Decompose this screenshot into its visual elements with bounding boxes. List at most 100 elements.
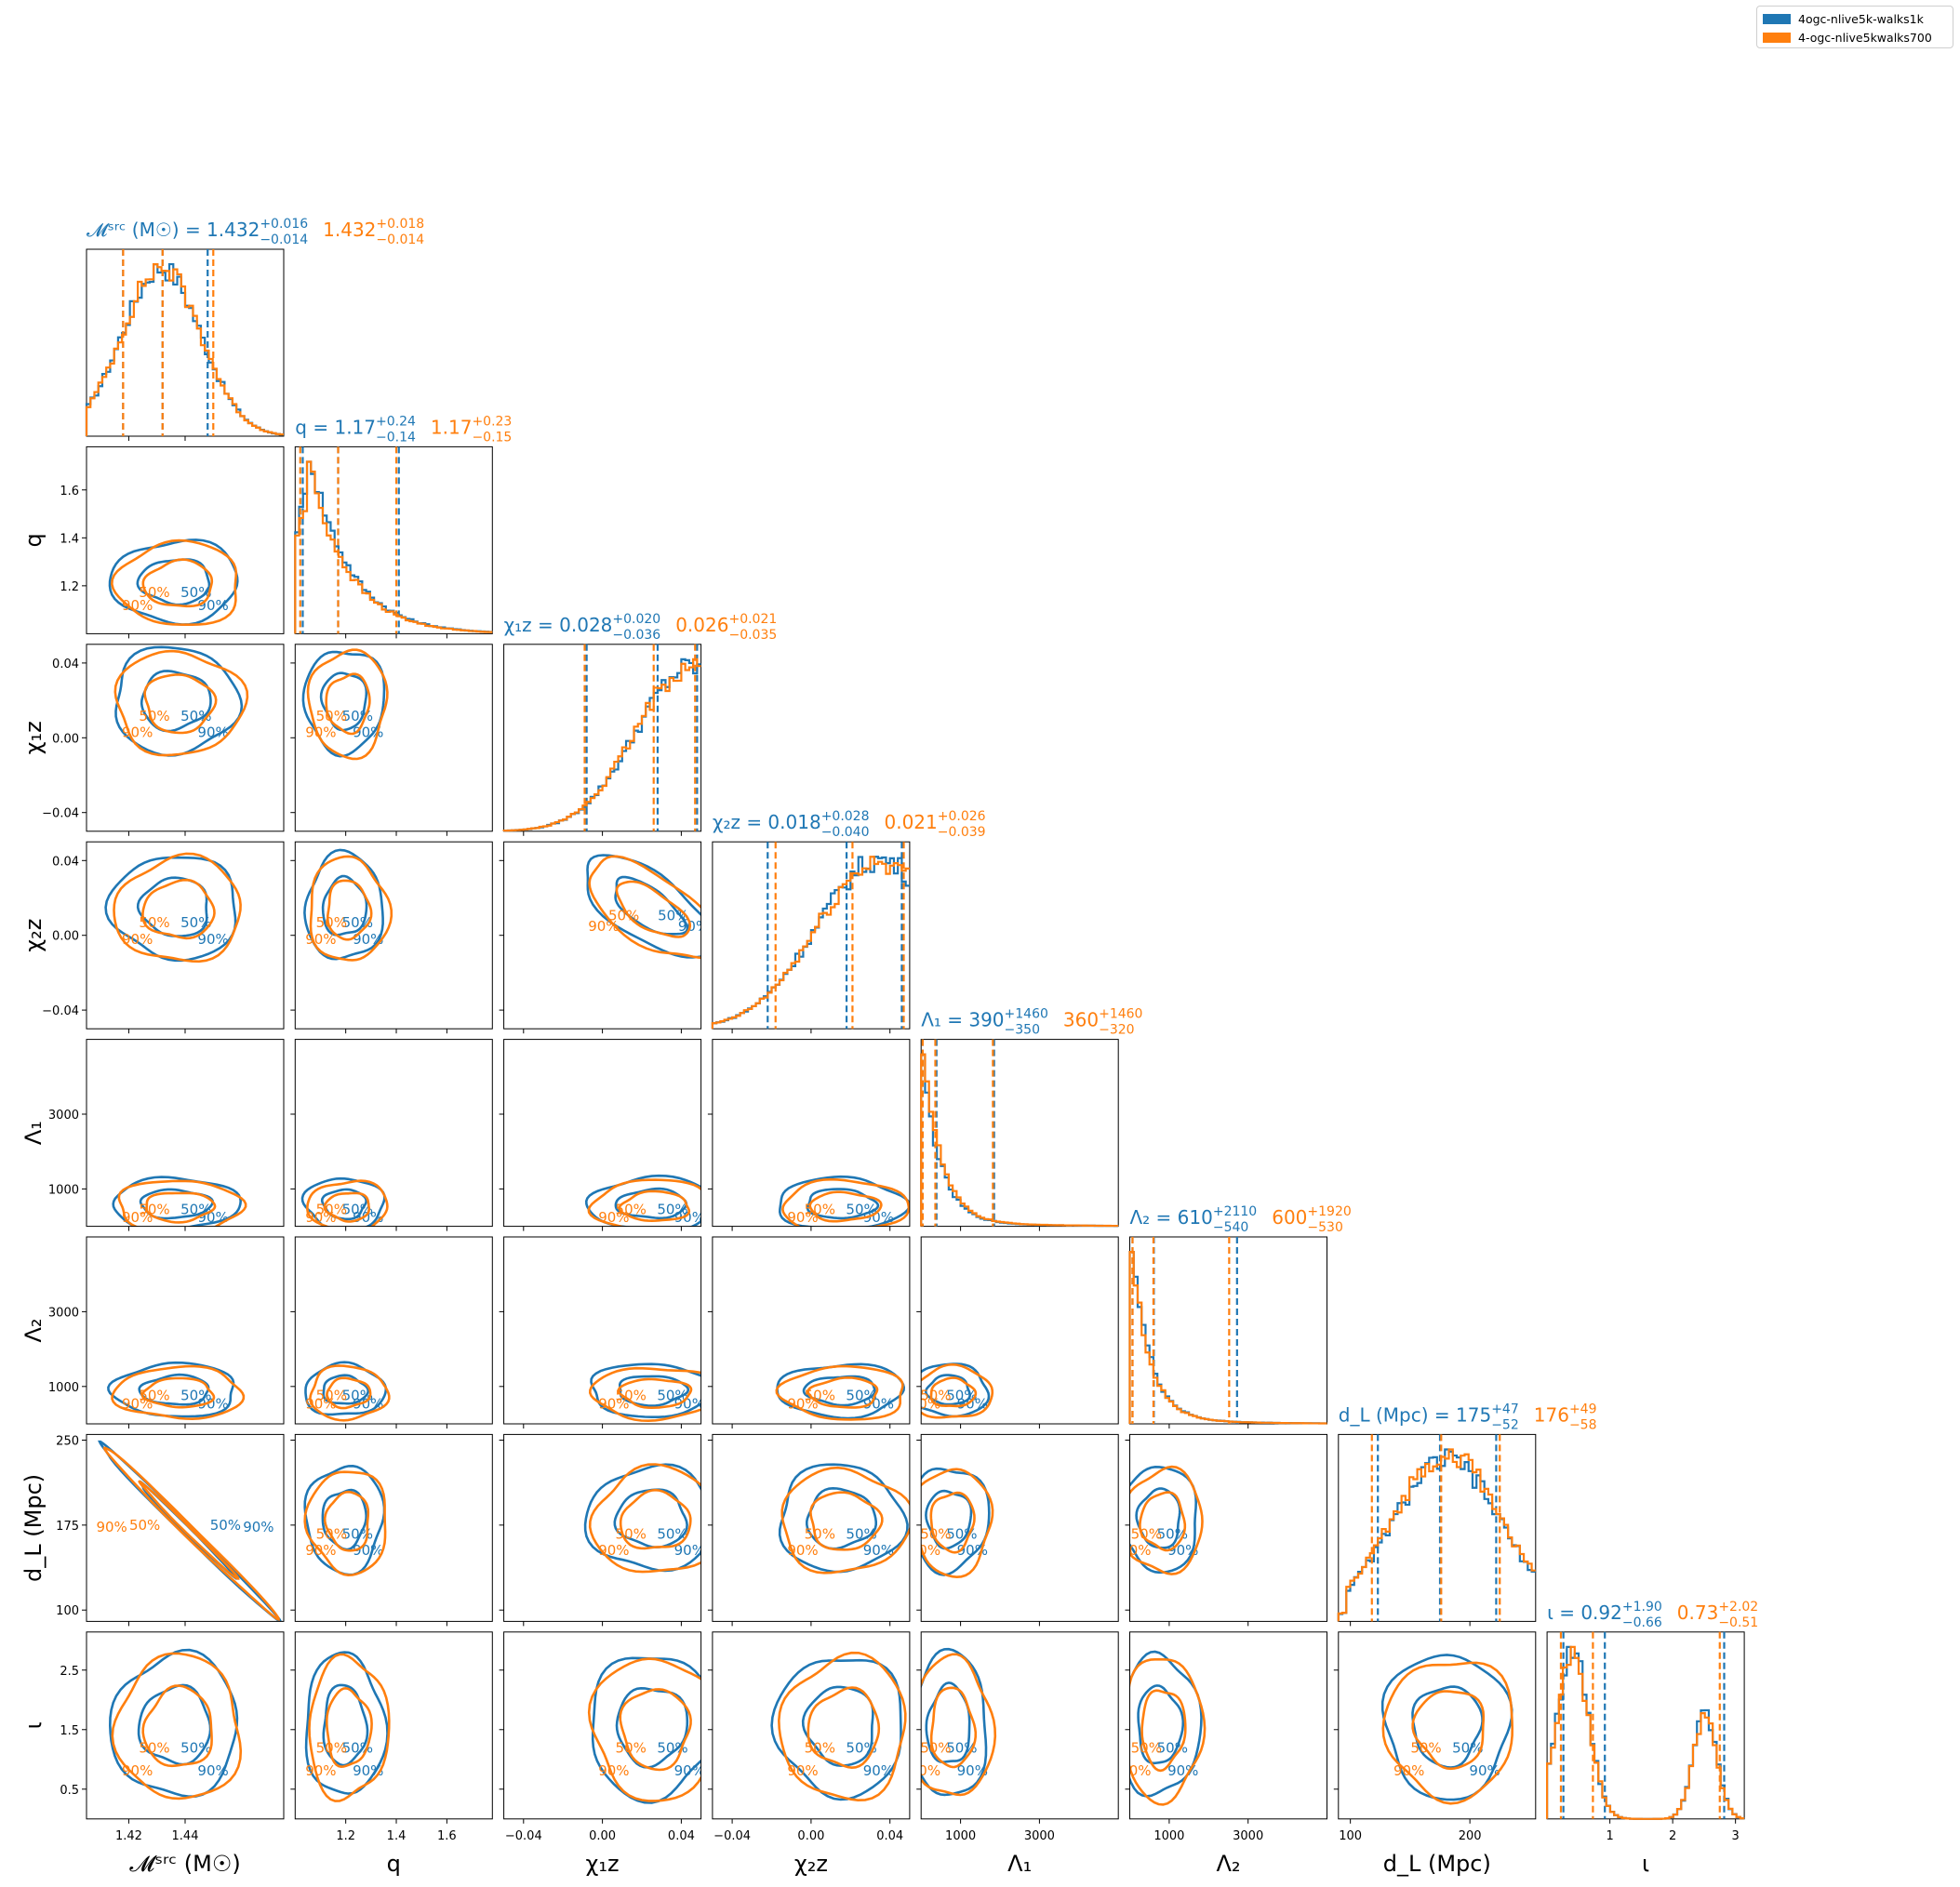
x-tick-label: 1.2 (336, 1829, 355, 1843)
x-tick-label: 0.00 (589, 1829, 616, 1843)
contour-label: 50% (846, 1201, 876, 1217)
contour-group: 90%50%90%50% (304, 1651, 391, 1802)
scatter-panel-iota-vs-chi1z: 90%50%90%50% (503, 1631, 702, 1820)
x-tick-label: 2 (1669, 1829, 1676, 1843)
scatter-panel-lambda2-vs-chi2z: 90%50%90%50% (712, 1236, 911, 1425)
contour-label: 50% (616, 1388, 647, 1404)
contour-label: 50% (657, 1388, 687, 1404)
contour-label: 50% (657, 1201, 687, 1217)
contour-50%-series-1 (137, 1683, 212, 1766)
contour-90%-series-2 (921, 1362, 994, 1419)
contour-50%-series-2 (141, 1684, 213, 1768)
panel-frame (712, 1631, 911, 1820)
title-minus-b: −58 (1569, 1417, 1597, 1432)
x-axis-label-iota: ι (1642, 1851, 1649, 1877)
x-axis-label-chi2z: χ₂ᴢ (794, 1851, 828, 1877)
hist-step-series-2 (1337, 1448, 1536, 1622)
contour-90%-series-1 (770, 1658, 902, 1801)
contour-50%-series-2 (323, 1191, 370, 1223)
contour-90%-series-2 (1129, 1465, 1204, 1575)
scatter-panel-lambda2-vs-lambda1: 90%50%90%50% (920, 1236, 1119, 1425)
contour-label: 50% (946, 1526, 977, 1543)
contour-label: 50% (316, 708, 347, 724)
x-axis-label-lambda1: Λ₁ (1007, 1851, 1032, 1877)
x-tick-label: 3000 (1233, 1829, 1263, 1843)
x-axis-label-chi1z: χ₁ᴢ (586, 1851, 620, 1877)
contour-label: 90% (910, 1762, 940, 1779)
contour-label: 90% (353, 1762, 383, 1779)
hist-step-series-2 (1546, 1645, 1745, 1820)
contour-label: 50% (1157, 1740, 1188, 1757)
title-minus-b: −0.014 (376, 233, 424, 247)
scatter-panel-iota-vs-lambda2: 90% 50% 90% 50% (1120, 1631, 1327, 1820)
title-minus-a: −52 (1491, 1417, 1519, 1432)
contour-90%-series-2 (587, 1657, 701, 1802)
contour-label: 50% (210, 1517, 241, 1534)
contour-90%-series-2 (102, 1446, 280, 1622)
scatter-panel-lambda1-vs-mchirp_src: 90%50%90%50% (86, 1039, 285, 1228)
contour-label: 90% (197, 1762, 228, 1779)
panel-frame (1338, 1631, 1537, 1820)
title-median-a: d_L (Mpc) = 175 (1339, 1403, 1491, 1426)
panel-frame (294, 1433, 493, 1622)
title-minus-b: −0.51 (1718, 1615, 1758, 1630)
contour-50%-series-1 (140, 670, 212, 733)
x-tick-label: −0.04 (713, 1829, 751, 1843)
scatter-panel-iota-vs-q: 90%50%90%50% (294, 1631, 493, 1820)
title-plus-b: +1460 (1099, 1007, 1142, 1022)
contour-90%-series-1 (921, 1362, 991, 1418)
contour-label: 50% (658, 907, 688, 924)
contour-label: 90% (1120, 1762, 1151, 1779)
contour-label: 50% (1131, 1740, 1162, 1757)
contour-label: 50% (616, 1201, 647, 1217)
contour-group: 90%50%90%50% (301, 648, 389, 761)
contour-group: 90%50%90%50% (583, 1463, 701, 1574)
title-plus-a: +1460 (1005, 1007, 1048, 1022)
panel-frame (1129, 1631, 1327, 1820)
contour-50%-series-2 (326, 1376, 372, 1410)
contour-90%-series-1 (591, 1656, 701, 1804)
contour-90%-series-1 (584, 1174, 701, 1227)
y-tick-label: 3000 (48, 1109, 79, 1123)
title-plus-a: +0.028 (821, 809, 870, 824)
contour-label: 50% (805, 1740, 835, 1757)
contour-90%-series-2 (921, 1653, 997, 1797)
title-median-b: 1.17 (431, 416, 473, 438)
contour-label: 90% (1469, 1762, 1500, 1779)
x-tick-label: 1.6 (437, 1829, 457, 1843)
contour-90%-series-2 (110, 538, 238, 626)
hist-step-series-1 (502, 658, 701, 832)
contour-label: 90% (910, 1542, 940, 1559)
y-axis-label-dl: d_L (Mpc) (20, 1474, 47, 1582)
contour-label: 90% (243, 1519, 273, 1535)
contour-group: 90%50%90%50% (586, 854, 701, 960)
contour-label: 90% (598, 1542, 629, 1559)
title-median-b: 176 (1534, 1403, 1569, 1426)
contour-label: 90% (1167, 1762, 1198, 1779)
title-minus-b: −0.039 (938, 825, 986, 840)
title-median-a: Λ₂ = 610 (1130, 1206, 1213, 1229)
scatter-panel-lambda2-vs-mchirp_src: 90%50%90%50% (86, 1236, 285, 1425)
x-axis-label-lambda2: Λ₂ (1216, 1851, 1240, 1877)
contour-label: 90% (674, 1209, 705, 1226)
title-plus-a: +0.020 (612, 612, 660, 627)
scatter-panel-lambda2-vs-q: 90%50%90%50% (294, 1236, 493, 1425)
x-tick-label: −0.04 (505, 1829, 542, 1843)
contour-90%-series-2 (777, 1651, 907, 1802)
hist-step-series-1 (920, 1053, 1119, 1228)
contour-90%-series-1 (1129, 1465, 1198, 1575)
panel-frame (1546, 1631, 1745, 1820)
contour-group: 90%50%90%50% (775, 1362, 906, 1421)
contour-label: 50% (1452, 1740, 1483, 1757)
title-minus-b: −0.035 (728, 628, 777, 643)
contour-label: 90% (305, 931, 336, 948)
contour-90%-series-1 (300, 1176, 386, 1227)
title-median-b: 360 (1063, 1009, 1099, 1031)
x-axis-label-mchirp_src: 𝓜ˢʳᶜ (M☉) (129, 1851, 241, 1877)
contour-group: 90%50%90%50% (921, 1362, 994, 1419)
contour-label: 90% (787, 1762, 818, 1779)
title-median-b: 0.021 (885, 811, 938, 833)
